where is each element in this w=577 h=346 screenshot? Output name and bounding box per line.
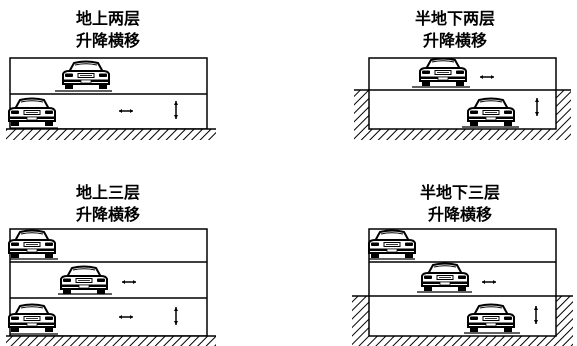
car-icon: [467, 97, 515, 127]
vertical-lift-arrow-icon: [173, 100, 179, 120]
car-icon: [421, 262, 469, 292]
horizontal-move-arrow-icon: [481, 279, 497, 285]
vertical-lift-arrow-icon: [533, 305, 539, 325]
panel-semi-basement-two-level: 半地下两层 升降横移: [354, 9, 571, 140]
panel-title-line1: 地上三层: [76, 183, 140, 202]
horizontal-move-arrow-icon: [118, 314, 134, 320]
panel-title-line2: 升降横移: [76, 31, 140, 50]
car-icon: [419, 57, 467, 87]
panel-title-line1: 半地下三层: [420, 183, 500, 202]
horizontal-move-arrow-icon: [118, 108, 134, 114]
panel-above-ground-two-level: 地上两层 升降横移: [6, 9, 216, 140]
pit-hatch: [352, 296, 573, 346]
car-icon: [62, 60, 110, 90]
vertical-lift-arrow-icon: [173, 306, 179, 326]
pit-hatch: [354, 90, 571, 140]
car-icon: [8, 97, 56, 127]
panel-title-line2: 升降横移: [428, 205, 492, 224]
panel-title-line1: 半地下两层: [415, 9, 495, 28]
ground-hatch: [6, 336, 216, 346]
horizontal-move-arrow-icon: [479, 74, 495, 80]
vertical-lift-arrow-icon: [534, 97, 540, 117]
panel-title-line2: 升降横移: [76, 205, 140, 224]
car-icon: [60, 265, 108, 295]
car-icon: [467, 303, 515, 333]
panel-title-line1: 地上两层: [76, 9, 140, 28]
horizontal-move-arrow-icon: [121, 279, 137, 285]
panel-above-ground-three-level: 地上三层 升降横移: [6, 183, 216, 346]
car-icon: [8, 229, 56, 259]
parking-structure: [354, 57, 571, 130]
car-icon: [8, 303, 56, 333]
panel-title-line2: 升降横移: [423, 31, 487, 50]
parking-structure: [352, 228, 573, 337]
ground-hatch: [6, 129, 216, 140]
car-icon: [368, 229, 416, 259]
panel-semi-basement-three-level: 半地下三层 升降横移: [352, 183, 573, 346]
